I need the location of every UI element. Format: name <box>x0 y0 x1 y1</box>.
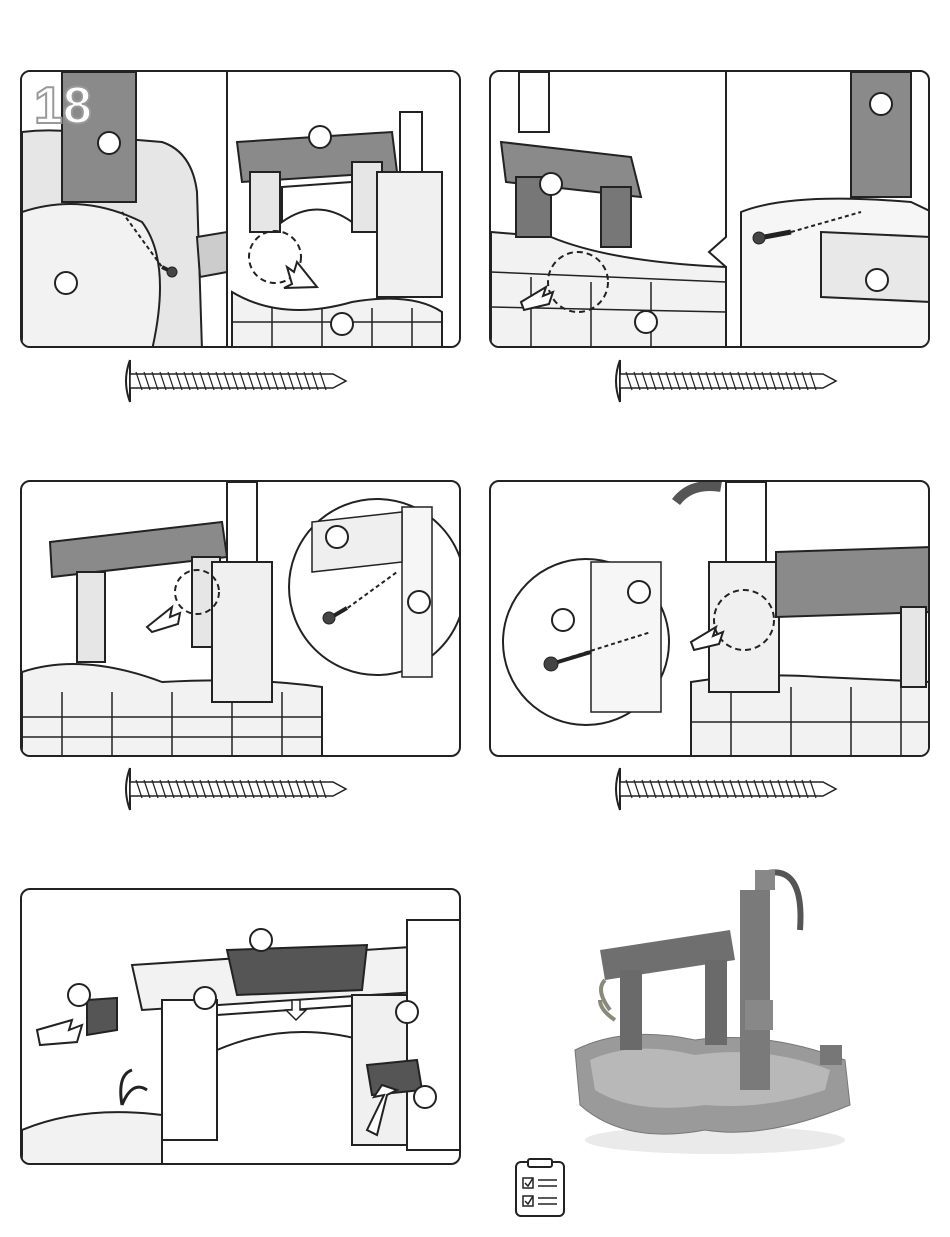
step-number: 18 <box>34 80 92 132</box>
screw-icon <box>118 358 348 404</box>
instruction-panel-4 <box>489 480 930 757</box>
screw-icon <box>608 766 838 812</box>
checklist-icon <box>514 1158 566 1218</box>
instruction-panel-3 <box>20 480 461 757</box>
assembled-product-image <box>565 860 865 1160</box>
callout-circle <box>98 132 120 154</box>
screw-icon <box>118 766 348 812</box>
instruction-panel-5 <box>20 888 461 1165</box>
screw-icon <box>608 358 838 404</box>
instruction-panel-2 <box>489 70 930 348</box>
